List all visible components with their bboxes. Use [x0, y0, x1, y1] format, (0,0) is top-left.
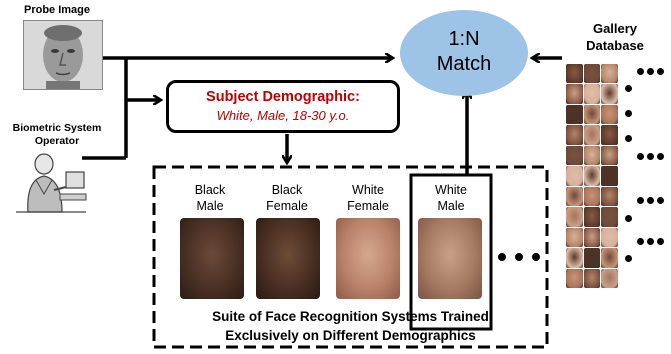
gallery-thumb — [583, 145, 601, 166]
gallery-thumb — [601, 227, 618, 248]
face-caption-black-male: Black Male — [175, 182, 245, 214]
face-caption-line2: Male — [196, 199, 224, 213]
match-node: 1:N Match — [400, 10, 528, 96]
face-white-female — [336, 218, 400, 299]
gallery-thumb — [601, 166, 618, 186]
gallery-thumb — [566, 104, 583, 125]
gallery-thumb — [601, 104, 618, 125]
gallery-thumb — [583, 248, 601, 268]
gallery-grid — [566, 64, 618, 288]
gallery-thumb — [601, 84, 618, 104]
white-male-highlight — [409, 173, 493, 331]
face-caption-line2: Male — [437, 199, 465, 213]
demographic-title: Subject Demographic: — [206, 89, 360, 105]
gallery-thumb — [601, 125, 618, 145]
suite-container — [152, 165, 549, 349]
suite-caption-line1: Suite of Face Recognition Systems Traine… — [212, 309, 489, 324]
face-white-male — [418, 218, 482, 299]
gallery-thumb — [601, 268, 618, 288]
gallery-thumb — [566, 145, 583, 166]
gallery-label: Gallery Database — [560, 20, 670, 54]
gallery-thumb — [583, 125, 601, 145]
face-caption-line1: Black — [271, 183, 303, 197]
demographic-box: Subject Demographic: White, Male, 18-30 … — [166, 80, 400, 133]
probe-face-icon — [24, 21, 102, 89]
suite-caption-line2: Exclusively on Different Demographics — [225, 328, 476, 343]
gallery-thumb — [566, 268, 583, 288]
face-caption-line1: White — [435, 183, 467, 197]
gallery-thumb — [601, 207, 618, 227]
gallery-thumb — [601, 145, 618, 166]
probe-label: Probe Image — [23, 4, 91, 16]
match-line1: 1:N — [448, 28, 480, 50]
face-caption-white-male: White Male — [416, 182, 486, 214]
face-caption-line1: Black — [194, 183, 226, 197]
gallery-label-line1: Gallery — [592, 21, 638, 36]
face-caption-line1: White — [352, 183, 384, 197]
gallery-thumb — [583, 227, 601, 248]
gallery-thumb — [583, 186, 601, 207]
suite-caption: Suite of Face Recognition Systems Traine… — [156, 307, 545, 345]
gallery-thumb — [566, 125, 583, 145]
gallery-thumb — [583, 104, 601, 125]
gallery-thumb — [601, 64, 618, 84]
demographic-value: White, Male, 18-30 y.o. — [216, 108, 350, 123]
gallery-thumb — [566, 84, 583, 104]
face-caption-line2: Female — [347, 199, 389, 213]
face-black-female — [256, 218, 320, 299]
gallery-thumb — [583, 207, 601, 227]
gallery-thumb — [566, 248, 583, 268]
face-black-male — [180, 218, 244, 299]
face-caption-line2: Female — [266, 199, 308, 213]
gallery-thumb — [601, 186, 618, 207]
operator-label: Biometric System Operator — [2, 122, 112, 148]
gallery-thumb — [583, 166, 601, 186]
gallery-thumb — [566, 64, 583, 84]
gallery-thumb — [583, 84, 601, 104]
operator-label-line2: Operator — [34, 135, 80, 147]
gallery-label-line2: Database — [586, 38, 644, 53]
operator-icon — [16, 153, 87, 213]
gallery-thumb — [566, 186, 583, 207]
gallery-thumb — [566, 207, 583, 227]
probe-photo — [23, 20, 103, 90]
gallery-thumb — [566, 166, 583, 186]
gallery-thumb — [566, 227, 583, 248]
match-line2: Match — [436, 53, 492, 75]
gallery-thumb — [601, 248, 618, 268]
gallery-thumb — [583, 268, 601, 288]
gallery-thumb — [583, 64, 601, 84]
face-caption-black-female: Black Female — [252, 182, 322, 214]
operator-label-line1: Biometric System — [12, 122, 102, 134]
face-caption-white-female: White Female — [333, 182, 403, 214]
